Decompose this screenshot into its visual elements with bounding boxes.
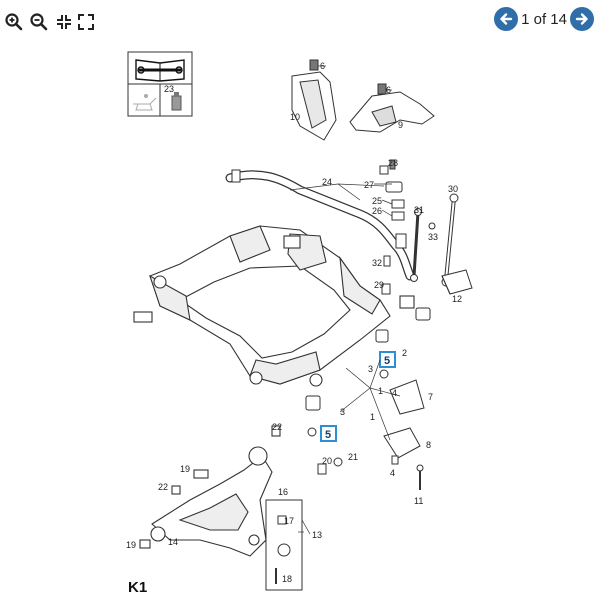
bracket-parts xyxy=(383,379,425,490)
callout-31: 31 xyxy=(414,205,424,215)
oil-can-icon xyxy=(133,94,157,111)
callout-19a: 19 xyxy=(180,464,190,474)
stabilizer-link-31 xyxy=(410,208,422,282)
arrow-right-icon[interactable] xyxy=(570,7,594,31)
front-subframe xyxy=(133,225,415,387)
callout-16: 16 xyxy=(278,487,288,497)
callout-27: 27 xyxy=(364,180,374,190)
callout-18: 18 xyxy=(282,574,292,584)
callout-11: 11 xyxy=(414,496,423,506)
callout-24: 24 xyxy=(322,177,332,187)
legend-number-label: 23 xyxy=(164,84,174,94)
callout-17: 17 xyxy=(284,516,294,526)
callout-1b: 1 xyxy=(370,412,375,422)
callout-22b: 22 xyxy=(158,482,168,492)
callout-28: 28 xyxy=(388,158,398,168)
callout-7: 7 xyxy=(428,392,433,402)
callout-5a: 5 xyxy=(384,355,390,367)
callout-21: 21 xyxy=(348,452,358,462)
callout-19b: 19 xyxy=(126,540,136,550)
nut-parts xyxy=(381,222,436,295)
part-5-highlight-upper[interactable] xyxy=(379,351,396,368)
callout-4b: 4 xyxy=(390,468,395,478)
callout-20: 20 xyxy=(322,456,332,466)
callout-33: 33 xyxy=(428,232,438,242)
callout-4a: 4 xyxy=(392,388,397,398)
subframe-mounts xyxy=(305,307,431,411)
callout-5b: 5 xyxy=(325,429,331,441)
callout-29: 29 xyxy=(374,280,384,290)
part-5-highlight-lower[interactable] xyxy=(320,425,337,442)
page-indicator: 1 of 14 xyxy=(521,10,567,28)
part-5-items xyxy=(307,351,396,442)
callout-2: 2 xyxy=(402,348,407,358)
callout-14: 14 xyxy=(168,537,178,547)
legend-box: 23 xyxy=(127,51,193,117)
callout-25: 25 xyxy=(372,196,382,206)
callout-6b: 6 xyxy=(386,85,391,95)
callout-22a: 22 xyxy=(272,422,282,432)
callout-1a: 1 xyxy=(378,386,383,396)
lower-control-arm xyxy=(139,425,281,557)
small-fasteners xyxy=(317,165,389,475)
fullscreen-icon[interactable] xyxy=(76,12,96,32)
callout-6a: 6 xyxy=(320,61,325,71)
callout-8: 8 xyxy=(426,440,431,450)
leader-lines xyxy=(289,183,401,535)
grease-icon xyxy=(171,92,182,111)
callout-32: 32 xyxy=(372,258,382,268)
section-label: K1 xyxy=(128,579,147,596)
stabilizer-bar xyxy=(225,169,415,281)
bushing-parts xyxy=(385,159,405,221)
callout-3a: 3 xyxy=(368,364,373,374)
arrow-left-icon[interactable] xyxy=(494,7,519,31)
callout-13: 13 xyxy=(312,530,322,540)
callout-9: 9 xyxy=(398,120,403,130)
callout-30: 30 xyxy=(448,184,458,194)
callout-10: 10 xyxy=(290,112,300,122)
zoom-in-icon[interactable] xyxy=(4,12,24,32)
tool-book-icon xyxy=(135,59,185,82)
part-9-bracket xyxy=(349,83,435,133)
part-12-cover xyxy=(441,269,473,295)
part-10-bracket xyxy=(291,59,337,141)
callout-12: 12 xyxy=(452,294,462,304)
viewer-toolbar xyxy=(0,0,600,40)
zoom-out-icon[interactable] xyxy=(29,12,49,32)
ball-joint-kit xyxy=(265,499,303,591)
page-navigator: 1 of 14 xyxy=(494,6,594,32)
fit-page-icon[interactable] xyxy=(54,12,74,32)
callout-26: 26 xyxy=(372,206,382,216)
callout-3b: 3 xyxy=(340,407,345,417)
callout-labels: 6 6 10 9 28 24 27 25 26 30 31 33 32 29 1… xyxy=(126,61,462,584)
